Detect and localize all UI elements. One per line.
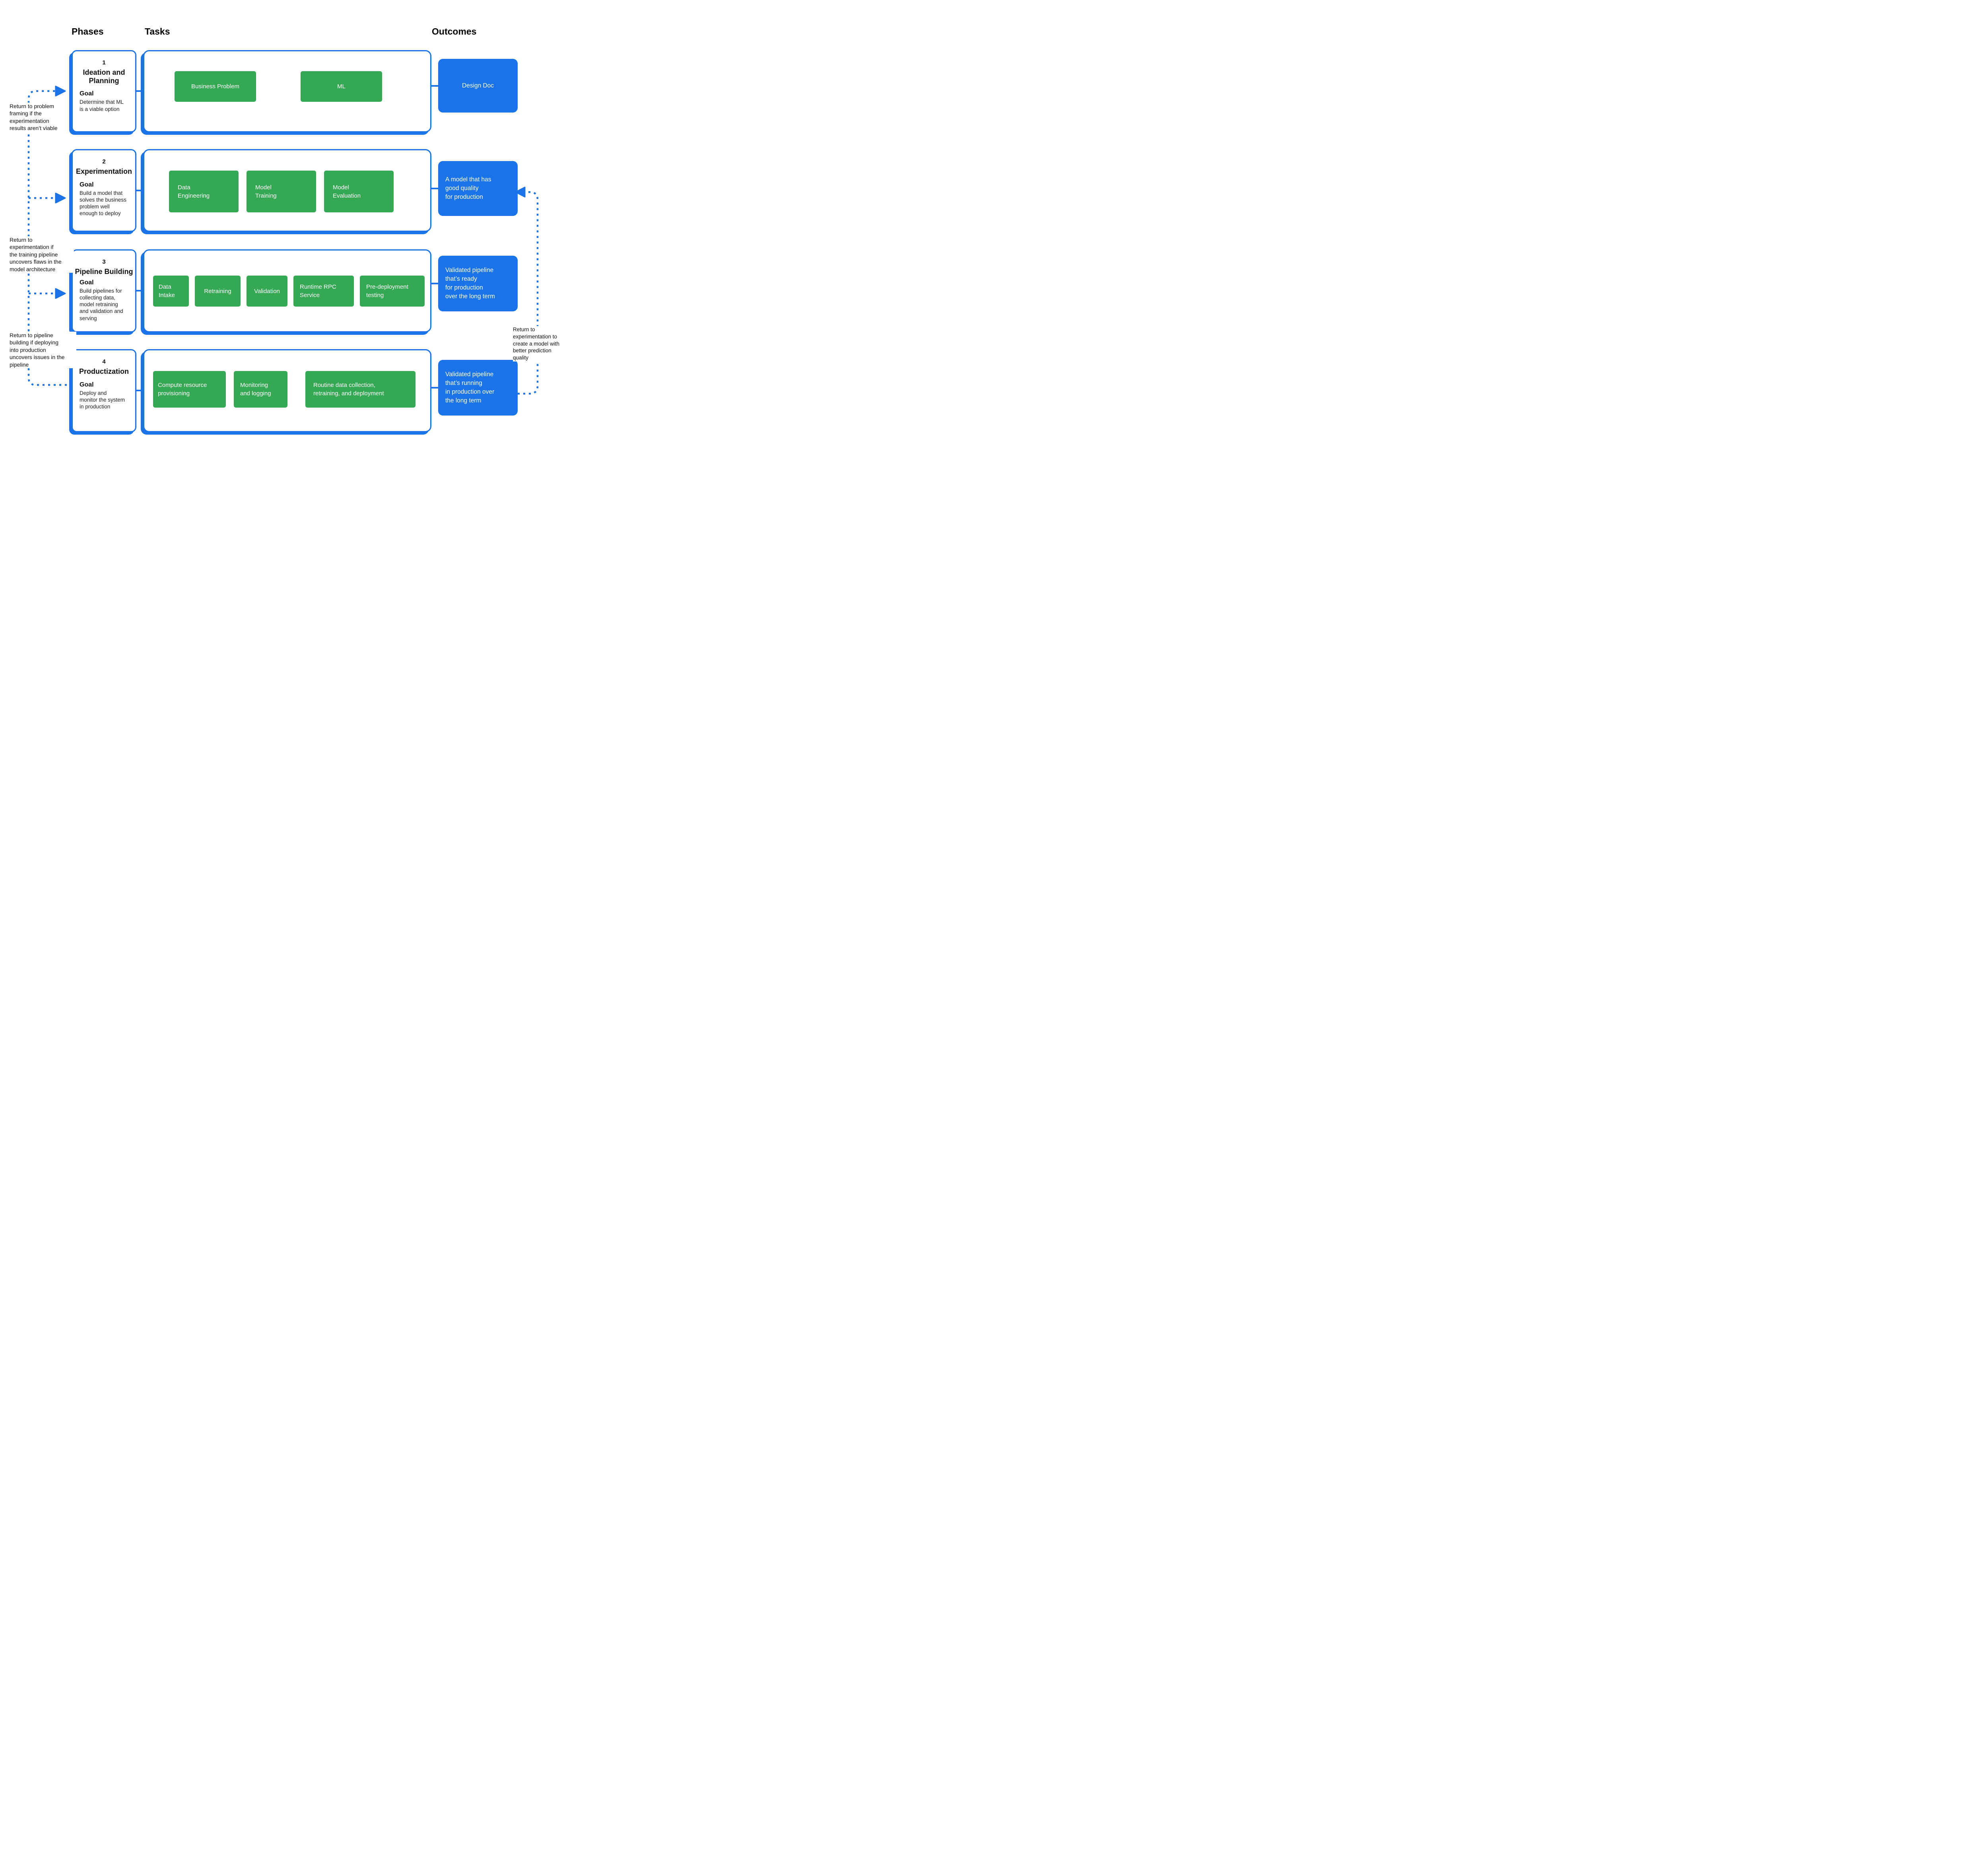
task-label: Model Evaluation [333,184,361,199]
goal-label: Goal [80,381,94,388]
task-model-training: Model Training [247,171,316,212]
outcome-label: Validated pipeline that’s running in pro… [445,371,495,404]
annotation-return-to-pipeline-building: Return to pipeline building if deploying… [10,332,76,369]
task-validation: Validation [247,276,287,307]
header-tasks: Tasks [145,26,170,37]
goal-label: Goal [80,279,94,286]
arrowhead-right-icon [55,85,66,97]
task-label: Compute resource provisioning [158,382,207,397]
feedback-path-left [27,90,72,386]
phase-card-productization: 4 Productization Goal Deploy and monitor… [72,349,136,432]
task-monitoring-and-logging: Monitoring and logging [234,371,287,408]
annotation-return-to-problem-framing: Return to problem framing if the experim… [10,103,69,132]
arrowhead-right-icon [55,192,66,204]
phase-number: 3 [102,258,106,265]
goal-label: Goal [80,181,94,188]
task-model-evaluation: Model Evaluation [324,171,394,212]
goal-text: Build a model that solves the business p… [80,190,126,217]
header-outcomes: Outcomes [432,26,477,37]
feedback-path-right [518,191,539,395]
task-runtime-rpc-service: Runtime RPC Service [293,276,354,307]
task-label: ML [337,83,346,90]
task-data-engineering: Data Engineering [169,171,239,212]
task-business-problem: Business Problem [175,71,256,102]
goal-text: Deploy and monitor the system in product… [80,390,125,410]
outcome-design-doc: Design Doc [438,59,518,113]
phase-title: Pipeline Building [75,268,133,276]
annotation-return-to-experimentation: Return to experimentation if the trainin… [10,236,74,273]
task-data-intake: Data Intake [153,276,189,307]
task-ml: ML [301,71,382,102]
outcome-label: Validated pipeline that’s ready for prod… [445,267,495,300]
task-routine-data-collection: Routine data collection, retraining, and… [305,371,415,408]
task-label: Validation [254,288,280,295]
task-label: Runtime RPC Service [300,284,336,299]
task-retraining: Retraining [195,276,241,307]
task-label: Monitoring and logging [240,382,271,397]
header-phases: Phases [72,26,104,37]
goal-label: Goal [80,90,94,97]
task-compute-resource-provisioning: Compute resource provisioning [153,371,226,408]
task-pre-deployment-testing: Pre-deployment testing [360,276,425,307]
phase-title: Productization [79,367,129,375]
task-label: Retraining [204,288,231,295]
task-label: Routine data collection, retraining, and… [313,382,384,397]
task-label: Pre-deployment testing [366,284,408,299]
phase-title: Ideation and Planning [83,68,125,85]
phase-task-connectors [136,85,439,391]
phase-card-pipeline-building: 3 Pipeline Building Goal Build pipelines… [72,249,136,332]
outcome-label: A model that has good quality for produc… [445,176,491,200]
phase-number: 4 [102,358,106,365]
outcome-model-good-quality: A model that has good quality for produc… [438,161,518,216]
phase-number: 1 [102,59,106,66]
task-label: Data Intake [159,284,175,299]
task-label: Business Problem [191,83,239,90]
phase-card-experimentation: 2 Experimentation Goal Build a model tha… [72,149,136,232]
goal-text: Determine that ML is a viable option [80,99,124,112]
mlops-phases-diagram: Phases Tasks Outcomes 1 Ideation and Pla… [0,0,564,465]
task-label: Model Training [255,184,277,199]
phase-card-ideation-planning: 1 Ideation and Planning Goal Determine t… [72,50,136,132]
goal-text: Build pipelines for collecting data, mod… [80,288,123,321]
feedback-paths [27,90,539,395]
outcome-label: Design Doc [462,82,494,89]
arrowhead-left-icon [515,186,526,198]
feedback-arrowheads [55,85,526,299]
arrowhead-right-icon [55,288,66,299]
phase-number: 2 [102,158,106,165]
outcome-validated-pipeline-running: Validated pipeline that’s running in pro… [438,360,518,416]
annotation-return-to-experimentation-right: Return to experimentation to create a mo… [513,326,563,362]
phase-title: Experimentation [76,167,132,175]
task-label: Data Engineering [178,184,210,199]
outcome-validated-pipeline-ready: Validated pipeline that’s ready for prod… [438,256,518,311]
